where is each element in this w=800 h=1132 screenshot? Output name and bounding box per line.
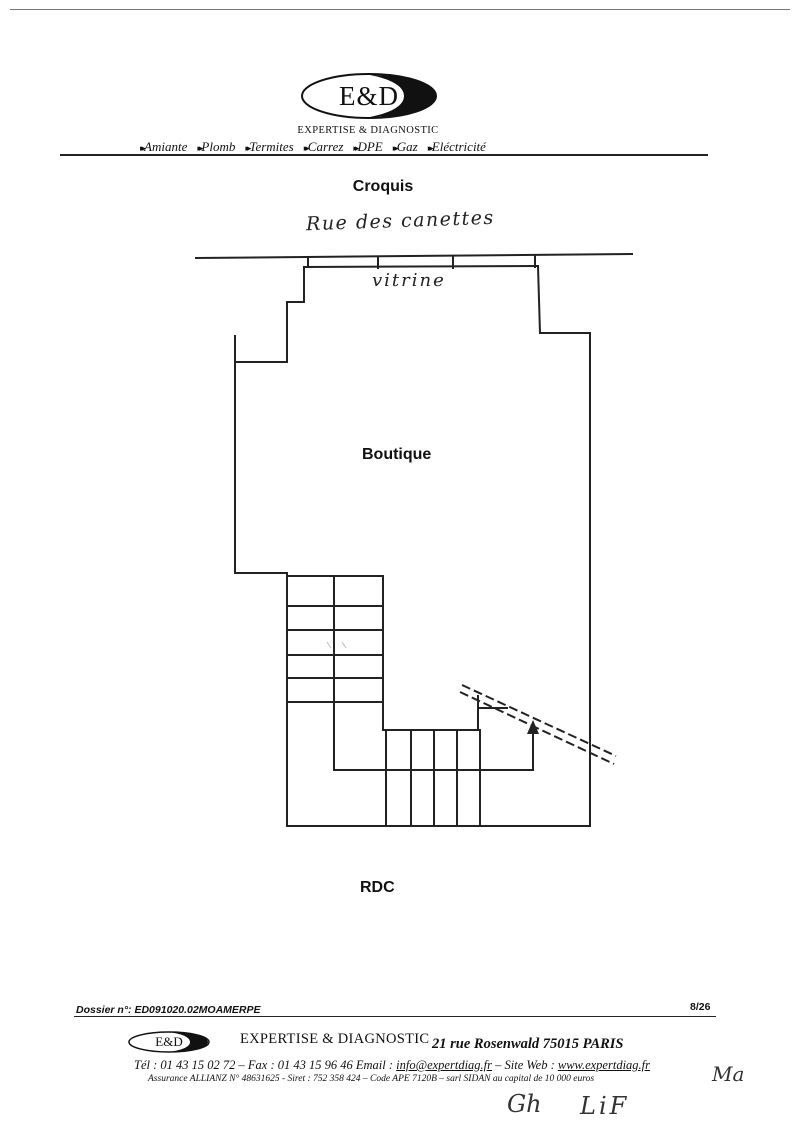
service-item: Gaz bbox=[393, 139, 418, 155]
logo-ellipse-icon bbox=[301, 73, 437, 119]
street-line bbox=[194, 252, 634, 260]
handwritten-initials: LiF bbox=[580, 1092, 630, 1120]
room-label: Boutique bbox=[362, 446, 432, 463]
footer-logo-ellipse-icon bbox=[128, 1031, 210, 1053]
footer-legal: Assurance ALLIANZ N° 48631625 - Siret : … bbox=[148, 1074, 595, 1084]
facade-line bbox=[302, 264, 540, 269]
footer-company: EXPERTISE & DIAGNOSTIC bbox=[240, 1031, 430, 1047]
services-list: Amiante Plomb Termites Carrez DPE Gaz El… bbox=[140, 139, 620, 155]
footer-logo-text: E&D bbox=[155, 1034, 183, 1049]
handwritten-initials: Gh bbox=[507, 1090, 542, 1118]
outer-wall bbox=[234, 264, 591, 827]
faint-mark bbox=[326, 641, 347, 649]
handwritten-initials: Ma bbox=[712, 1062, 745, 1086]
footer-address: 21 rue Rosenwald 75015 PARIS bbox=[432, 1036, 624, 1052]
service-item: Termites bbox=[245, 139, 293, 155]
top-edge-line bbox=[10, 9, 790, 10]
header-divider bbox=[60, 154, 708, 156]
stair-outline bbox=[286, 575, 479, 731]
service-item: Carrez bbox=[304, 139, 344, 155]
dossier-number: Dossier n°: ED091020.02MOAMERPE bbox=[76, 1004, 261, 1016]
diagonal-section-line bbox=[459, 691, 615, 765]
email-link[interactable]: info@expertdiag.fr bbox=[396, 1058, 493, 1072]
page-title: Croquis bbox=[352, 178, 414, 195]
page-number: 8/26 bbox=[690, 1001, 711, 1013]
floor-label: RDC bbox=[360, 879, 395, 896]
window-label: vitrine bbox=[372, 270, 446, 291]
phone-fax: Tél : 01 43 15 02 72 – Fax : 01 43 15 96… bbox=[134, 1058, 397, 1072]
arrow-head-icon bbox=[527, 720, 539, 734]
logo-text: E&D bbox=[339, 80, 399, 111]
service-item: Amiante bbox=[140, 139, 187, 155]
footer-logo: E&D bbox=[128, 1031, 210, 1053]
service-item: Eléctricité bbox=[428, 139, 486, 155]
service-item: Plomb bbox=[197, 139, 235, 155]
company-logo: E&D bbox=[300, 72, 438, 120]
service-item: DPE bbox=[353, 139, 382, 155]
web-prefix: – Site Web : bbox=[492, 1058, 558, 1072]
company-name: EXPERTISE & DIAGNOSTIC bbox=[297, 125, 439, 136]
website-link[interactable]: www.expertdiag.fr bbox=[557, 1058, 651, 1072]
diagonal-section-line bbox=[461, 684, 617, 757]
footer-divider bbox=[74, 1016, 716, 1017]
footer-contact: Tél : 01 43 15 02 72 – Fax : 01 43 15 96… bbox=[134, 1058, 650, 1073]
